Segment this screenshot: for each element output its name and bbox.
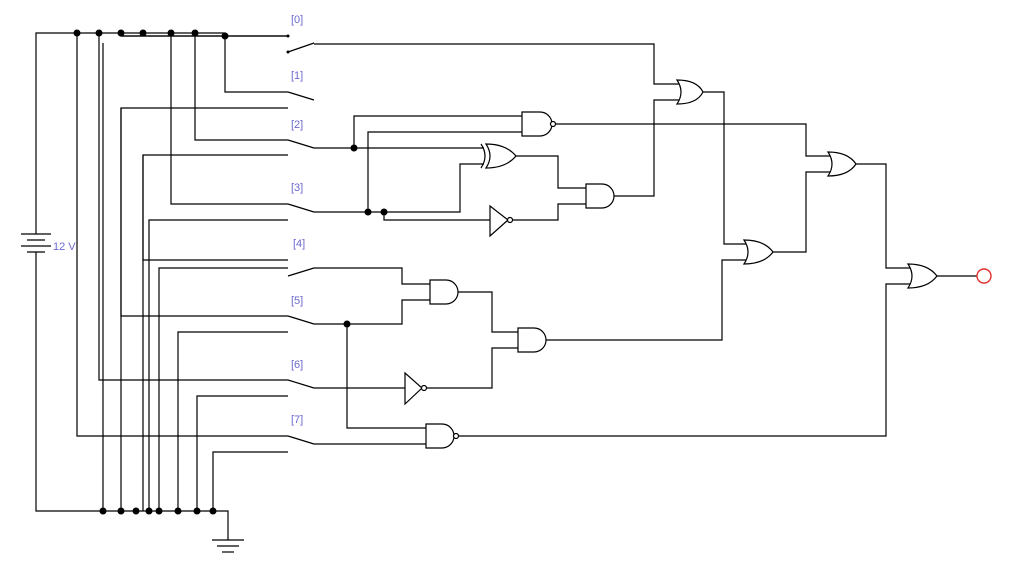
logic-junction-dots xyxy=(343,144,388,328)
rail-junction-dots xyxy=(73,29,229,515)
switch-6[interactable] xyxy=(287,379,315,389)
ground-icon xyxy=(212,539,244,553)
switch-label-7: [7] xyxy=(291,414,303,426)
not-gate-1 xyxy=(489,204,514,238)
battery-icon xyxy=(21,230,51,256)
switch-1[interactable] xyxy=(287,91,315,101)
or-gate-3 xyxy=(826,151,857,177)
and-gate-5 xyxy=(425,423,460,449)
switch-5[interactable] xyxy=(287,315,315,325)
power-rails xyxy=(35,32,229,540)
switch-label-5: [5] xyxy=(291,295,303,307)
switch-3[interactable] xyxy=(287,203,315,213)
switch-2[interactable] xyxy=(287,139,315,149)
switch-label-6: [6] xyxy=(291,359,303,371)
switch-label-0: [0] xyxy=(291,14,303,26)
switch-label-4: [4] xyxy=(293,238,305,250)
or-gate-1 xyxy=(675,79,704,105)
and-gate-1 xyxy=(521,111,557,137)
xor-gate xyxy=(480,143,517,169)
not-gate-2 xyxy=(404,371,428,406)
or-gate-4 xyxy=(906,263,938,289)
or-gate-2 xyxy=(742,239,774,265)
switch-label-1: [1] xyxy=(291,70,303,82)
battery-label: 12 V xyxy=(53,241,76,253)
probe-icon[interactable] xyxy=(976,268,992,284)
and-gate-4 xyxy=(517,327,547,353)
switch-4[interactable] xyxy=(287,267,315,277)
switch-7[interactable] xyxy=(287,435,315,445)
and-gate-2 xyxy=(585,183,615,209)
switch-0[interactable] xyxy=(286,34,315,54)
switch-label-3: [3] xyxy=(291,182,303,194)
and-gate-3 xyxy=(429,279,459,305)
switch-label-2: [2] xyxy=(291,119,303,131)
logic-wires xyxy=(314,43,977,445)
bus-wires xyxy=(76,33,288,511)
